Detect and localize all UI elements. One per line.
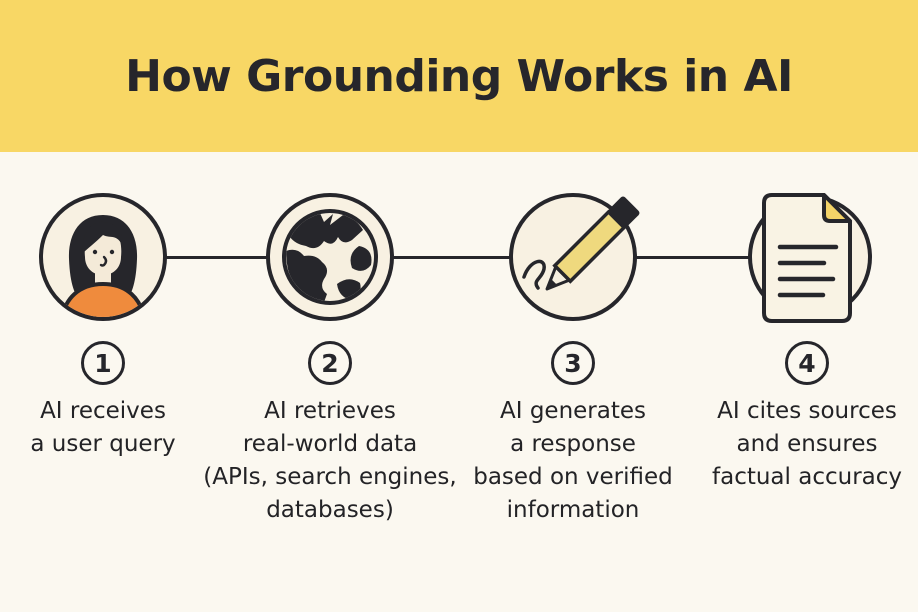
step-3: 3 AI generates a response based on verif…	[443, 152, 703, 612]
step-number: 4	[798, 348, 816, 378]
header-banner: How Grounding Works in AI	[0, 0, 918, 152]
step-label: AI receives a user query	[30, 398, 176, 457]
document-icon	[748, 193, 872, 323]
step-label: AI retrieves real-world data (APIs, sear…	[203, 398, 457, 523]
step-number: 1	[94, 348, 112, 378]
step-4: 4 AI cites sources and ensures factual a…	[677, 152, 918, 612]
process-flow: 1 AI receives a user query 2 AI retrieve…	[0, 152, 918, 612]
step-number-badge: 3	[551, 341, 595, 385]
step-number-badge: 1	[81, 341, 125, 385]
user-avatar-icon	[39, 193, 167, 321]
connector-line	[103, 256, 807, 259]
step-label: AI cites sources and ensures factual acc…	[712, 398, 902, 490]
step-2: 2 AI retrieves real-world data (APIs, se…	[200, 152, 460, 612]
page-title: How Grounding Works in AI	[125, 50, 793, 102]
pencil-writing-icon	[509, 193, 640, 321]
step-number-badge: 2	[308, 341, 352, 385]
step-number: 3	[564, 348, 582, 378]
globe-icon	[266, 193, 394, 321]
step-number-badge: 4	[785, 341, 829, 385]
step-label: AI generates a response based on verifie…	[473, 398, 673, 523]
step-1: 1 AI receives a user query	[0, 152, 233, 612]
step-number: 2	[321, 348, 339, 378]
